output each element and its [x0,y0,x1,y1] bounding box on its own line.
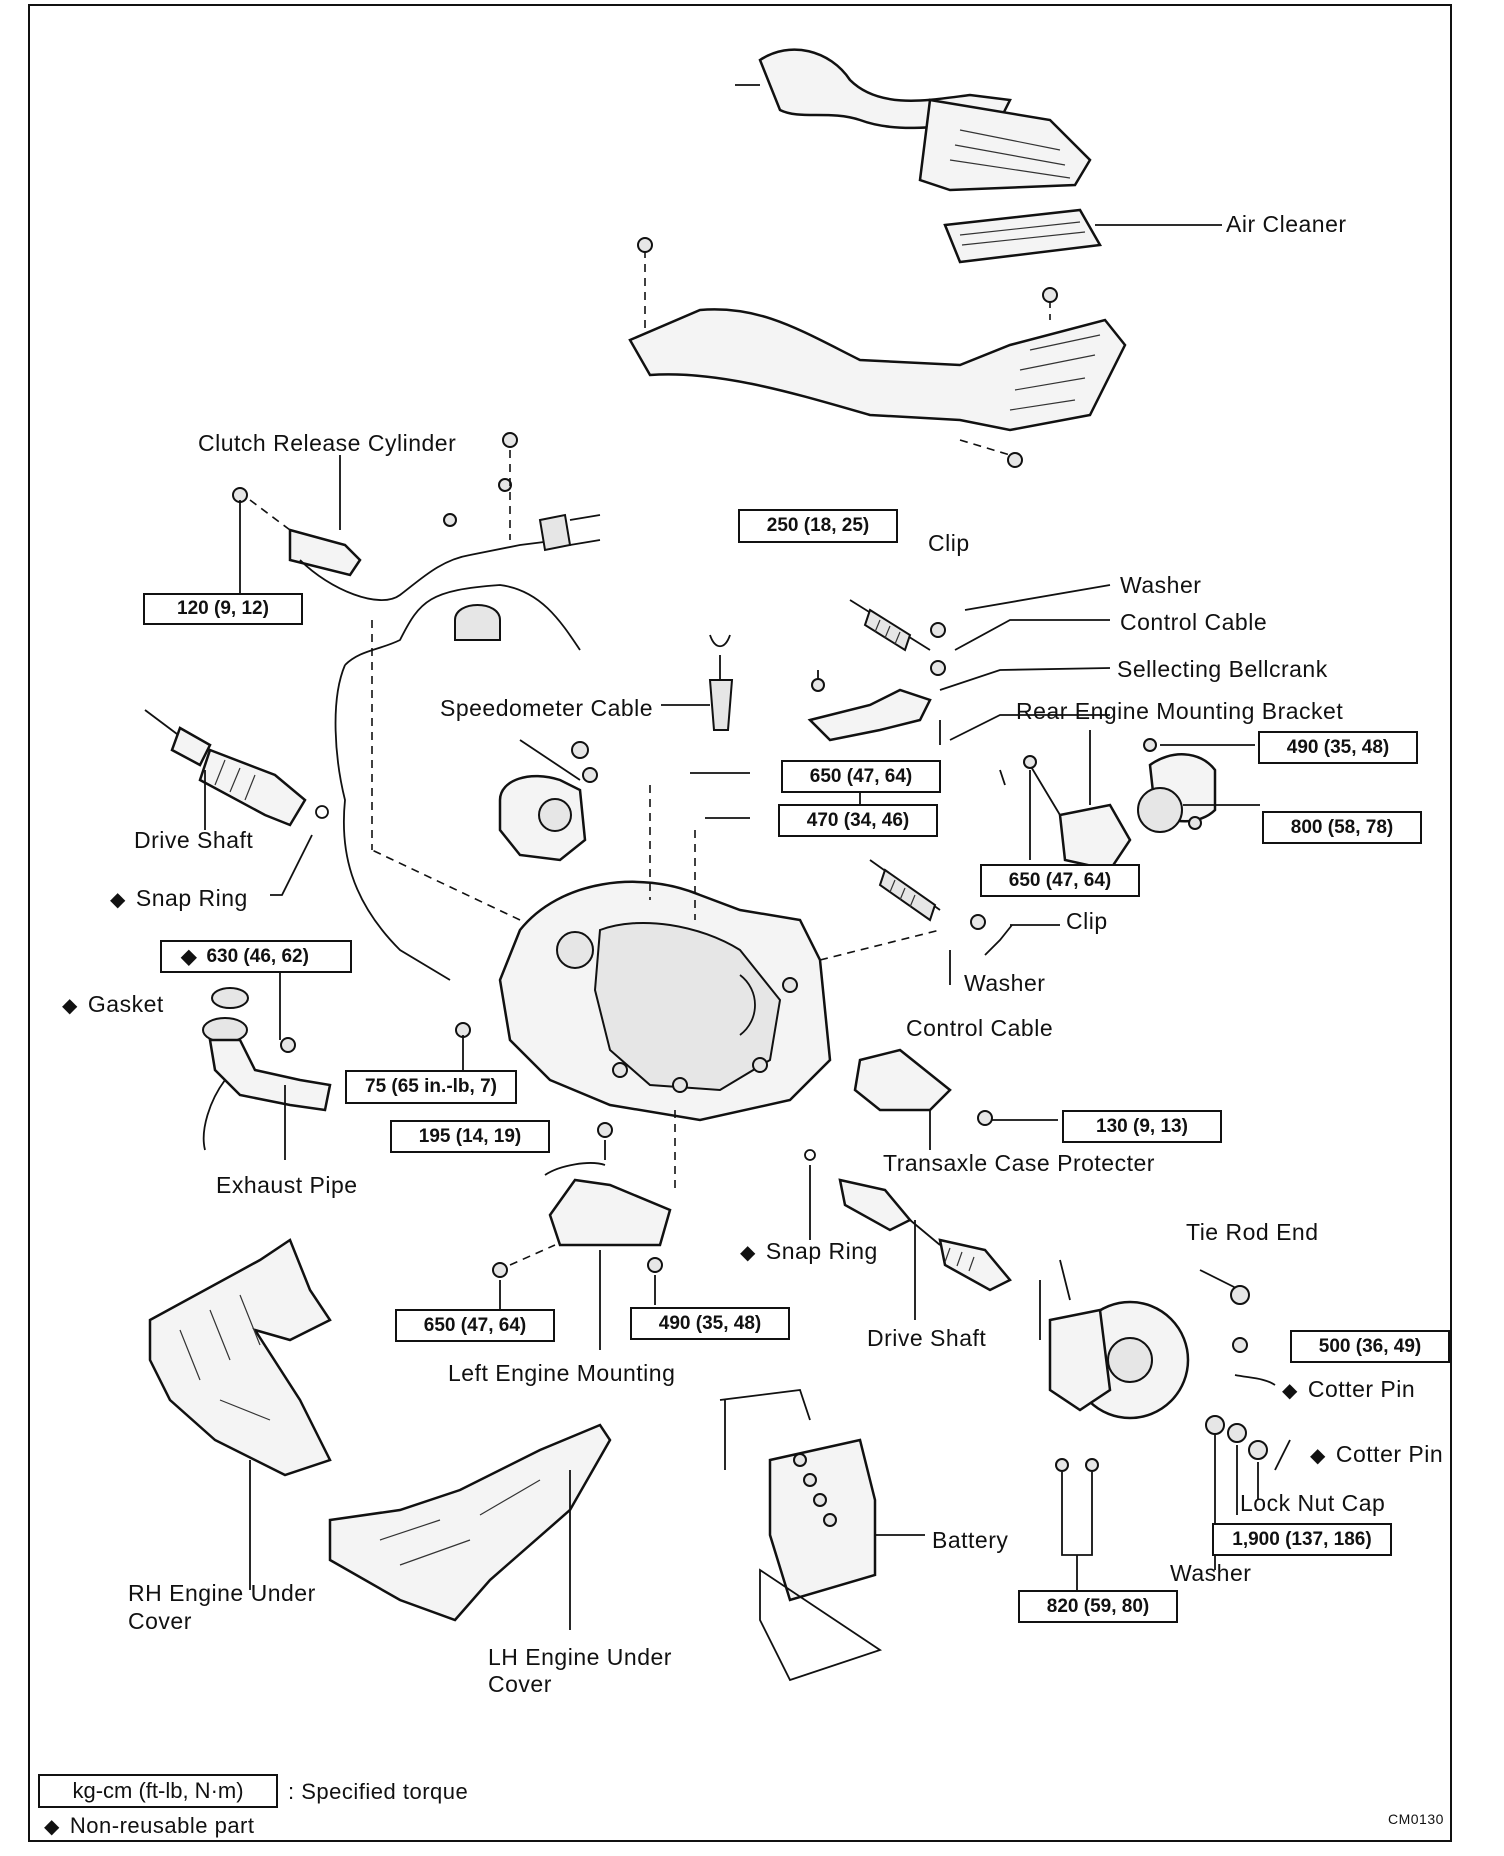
label-gasket: ◆ Gasket [62,991,164,1017]
label-control-cable: Control Cable [1120,609,1268,635]
non-reusable-marker: ◆ [1310,1445,1326,1467]
shift-linkage [807,599,986,930]
torque-130: 130 (9, 13) [1062,1110,1222,1143]
torque-650-b: 650 (47, 64) [980,864,1140,897]
transaxle [371,785,941,1190]
drive-shaft-left-part [144,709,329,896]
label-exhaust-pipe: Exhaust Pipe [216,1172,358,1198]
clutch-release-cylinder [232,432,601,605]
torque-75: 75 (65 in.-lb, 7) [345,1070,517,1104]
torque-800: 800 (58, 78) [1262,811,1422,844]
lh-engine-under-cover-part [328,1423,612,1630]
torque-500: 500 (36, 49) [1290,1330,1450,1363]
air-cleaner-case [628,237,1127,468]
rh-engine-under-cover-part [148,1238,332,1590]
label-snap-ring: ◆ Snap Ring [110,885,248,911]
battery-part [719,1389,925,1682]
speedometer-cable-part [661,634,734,731]
torque-630-text: 630 (46, 62) [206,945,309,967]
left-engine-mount-part [492,1162,672,1350]
diagram-frame [28,4,1452,1842]
torque-1900: 1,900 (137, 186) [1212,1523,1392,1556]
torque-490-a: 490 (35, 48) [1258,731,1418,764]
engine-outline [334,584,581,981]
label-left-engine-mounting: Left Engine Mounting [448,1360,676,1386]
label-lock-nut-cap: Lock Nut Cap [1240,1490,1386,1516]
label-clutch-release-cylinder: Clutch Release Cylinder [198,430,457,456]
torque-490-b: 490 (35, 48) [630,1307,790,1340]
legend-nonreusable-text: Non-reusable part [69,1813,255,1838]
non-reusable-marker: ◆ [181,946,197,968]
label-lh-engine-under-cover: LH Engine Under [488,1644,672,1670]
label-snap-ring-2-text: Snap Ring [765,1238,878,1264]
label-transaxle-case-protector: Transaxle Case Protecter [883,1150,1155,1176]
transaxle-bolts [455,1022,1058,1160]
label-cotter-pin-2: ◆ Cotter Pin [1310,1441,1444,1467]
label-rh-engine-under-cover-line2: Cover [128,1608,192,1634]
torque-250: 250 (18, 25) [738,509,898,543]
torque-120: 120 (9, 12) [143,593,303,625]
torque-650-c: 650 (47, 64) [395,1309,555,1342]
label-cotter-pin: ◆ Cotter Pin [1282,1376,1416,1402]
drive-shaft-right-part [804,1149,1012,1320]
torque-820: 820 (59, 80) [1018,1590,1178,1623]
rear-engine-mount [1023,730,1217,872]
label-drive-shaft-2: Drive Shaft [867,1325,987,1351]
transaxle-case-protector-part [853,1048,952,1150]
label-battery: Battery [932,1527,1009,1553]
steering-knuckle-part [1039,1259,1291,1595]
air-intake-hose [735,48,1092,192]
legend-unit-box: kg-cm (ft-lb, N·m) [38,1774,278,1808]
legend-nonreusable: ◆ Non-reusable part [44,1813,255,1838]
label-rear-engine-mounting-bracket: Rear Engine Mounting Bracket [1016,698,1344,724]
label-cotter-pin-text: Cotter Pin [1307,1376,1416,1402]
label-clip-2: Clip [1066,908,1108,934]
torque-650-a: 650 (47, 64) [781,760,941,793]
label-rh-engine-under-cover: RH Engine Under [128,1580,316,1606]
label-cotter-pin-2-text: Cotter Pin [1335,1441,1444,1467]
label-control-cable-2: Control Cable [906,1015,1054,1041]
figure-code: CM0130 [1388,1811,1444,1827]
torque-630: ◆ 630 (46, 62) [160,940,352,973]
label-air-cleaner: Air Cleaner [1226,211,1347,237]
label-washer-2: Washer [964,970,1046,996]
label-snap-ring-text: Snap Ring [135,885,248,911]
non-reusable-marker: ◆ [44,1816,60,1838]
torque-470: 470 (34, 46) [778,804,938,837]
label-washer: Washer [1120,572,1202,598]
label-clip: Clip [928,530,970,556]
non-reusable-marker: ◆ [110,889,126,911]
label-snap-ring-2: ◆ Snap Ring [740,1238,878,1264]
torque-195: 195 (14, 19) [390,1120,550,1153]
label-washer-3: Washer [1170,1560,1252,1586]
exhaust-pipe-part [202,965,332,1160]
starter-part [498,739,598,862]
air-cleaner-element [943,208,1222,264]
non-reusable-marker: ◆ [1282,1380,1298,1402]
label-lh-engine-under-cover-line2: Cover [488,1671,552,1697]
non-reusable-marker: ◆ [740,1242,756,1264]
label-tie-rod-end: Tie Rod End [1186,1219,1319,1245]
label-gasket-text: Gasket [87,991,164,1017]
label-drive-shaft: Drive Shaft [134,827,254,853]
non-reusable-marker: ◆ [62,995,78,1017]
legend-unit-desc: : Specified torque [288,1779,469,1804]
label-selecting-bellcrank: Sellecting Bellcrank [1117,656,1328,682]
label-speedometer-cable: Speedometer Cable [440,695,654,721]
